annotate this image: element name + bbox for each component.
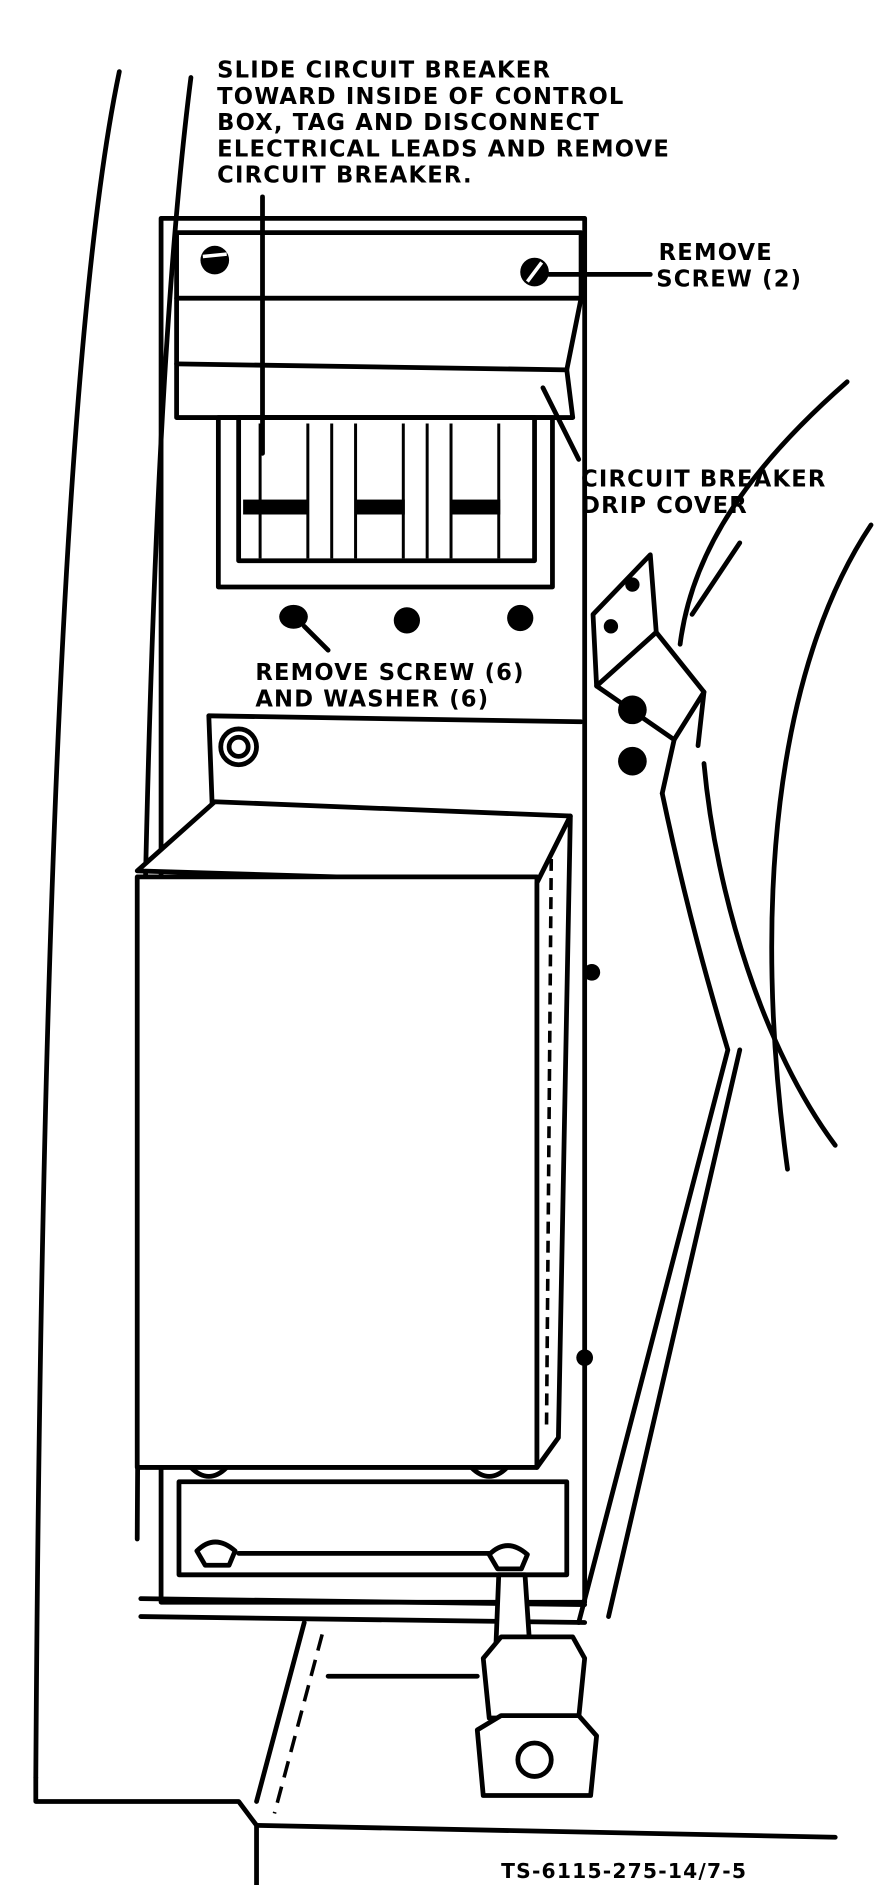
remove-screw-2-callout: REMOVE SCREW (2) [656, 240, 802, 292]
figure-id: TS-6115-275-14/7-5 [501, 1859, 747, 1883]
base-outline [33, 1775, 259, 1885]
screw-icon [279, 604, 331, 653]
callout-line: TOWARD INSIDE OF CONTROL [217, 84, 624, 110]
callout-line: DRIP COVER [581, 493, 748, 519]
top-plate [174, 230, 584, 301]
callout-line: SCREW (2) [656, 266, 802, 292]
component-box-top [134, 799, 573, 886]
screw-icon [200, 245, 230, 275]
drip-cover [174, 295, 584, 420]
screw-icon [520, 257, 549, 287]
slide-breaker-callout: SLIDE CIRCUIT BREAKER TOWARD INSIDE OF C… [217, 58, 670, 189]
screw-icon [507, 604, 534, 632]
callout-line: CIRCUIT BREAKER. [217, 163, 473, 189]
screw-icon [393, 607, 421, 634]
callout-line: CIRCUIT BREAKER [581, 467, 826, 493]
callout-line: SLIDE CIRCUIT BREAKER [217, 58, 551, 84]
screw-icon [218, 726, 259, 768]
component-box [134, 874, 540, 1470]
callout-line: BOX, TAG AND DISCONNECT [217, 110, 600, 136]
left-pipe [33, 69, 122, 1781]
callout-line: REMOVE [659, 240, 773, 266]
bracket [590, 552, 707, 796]
callout-line: ELECTRICAL LEADS AND REMOVE [217, 136, 670, 162]
callout-line: AND WASHER (6) [255, 686, 489, 712]
nut-bolt [474, 1572, 599, 1798]
drip-cover-callout: CIRCUIT BREAKER DRIP COVER [581, 467, 826, 519]
callout-line: REMOVE SCREW (6) [255, 660, 524, 686]
remove-screw-6-callout: REMOVE SCREW (6) AND WASHER (6) [255, 660, 524, 712]
